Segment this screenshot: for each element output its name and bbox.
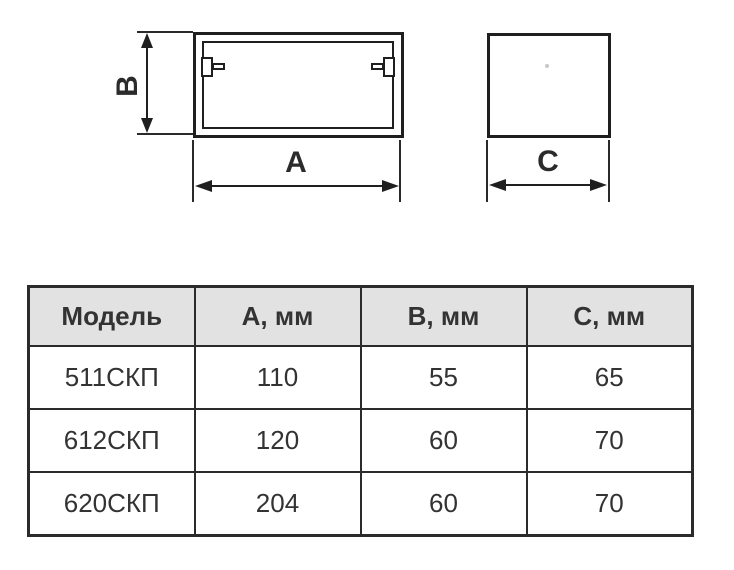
value-cell-a: 204 [193,471,362,537]
front-view-inner-frame [202,41,394,129]
dimension-a-extension-right [399,140,401,202]
dimensions-table: Модель А, мм В, мм С, мм 511СКП 110 55 6… [27,285,694,537]
model-cell: 620СКП [27,471,196,537]
dimension-b-extension-top [137,31,193,33]
dimension-label-b: B [111,75,144,97]
arrowhead-down-icon [141,118,153,133]
value-cell-b: 55 [359,345,528,410]
arrowhead-left-icon [195,180,212,192]
value-cell-c: 70 [525,408,694,473]
value-cell-b: 60 [359,408,528,473]
dimension-label-a: A [285,146,307,179]
column-header-model: Модель [27,285,196,347]
dimension-c-extension-right [608,140,610,202]
dimension-c-line [502,184,594,186]
side-view-center-mark [545,64,549,68]
left-mounting-clip-tab [212,63,225,70]
value-cell-c: 65 [525,345,694,410]
dimension-label-c: C [537,145,559,178]
value-cell-a: 120 [193,408,362,473]
dimension-b-extension-bottom [137,133,193,135]
dimension-a-line [208,185,386,187]
value-cell-a: 110 [193,345,362,410]
dimension-c-extension-left [486,140,488,202]
column-header-c: С, мм [525,285,694,347]
right-mounting-clip-tab [371,63,384,70]
value-cell-c: 70 [525,471,694,537]
table-row: 612СКП 120 60 70 [27,408,694,473]
value-cell-b: 60 [359,471,528,537]
model-cell: 511СКП [27,345,196,410]
column-header-a: А, мм [193,285,362,347]
arrowhead-up-icon [141,33,153,48]
side-view-outline [487,33,611,138]
table-row: 620СКП 204 60 70 [27,471,694,537]
table-row: 511СКП 110 55 65 [27,345,694,410]
right-mounting-clip [383,57,395,77]
dimension-b-line [146,44,148,124]
arrowhead-right-icon [382,180,399,192]
dimension-a-extension-left [192,140,194,202]
column-header-b: В, мм [359,285,528,347]
arrowhead-right-icon [590,179,607,191]
arrowhead-left-icon [489,179,506,191]
model-cell: 612СКП [27,408,196,473]
table-header-row: Модель А, мм В, мм С, мм [27,285,694,347]
